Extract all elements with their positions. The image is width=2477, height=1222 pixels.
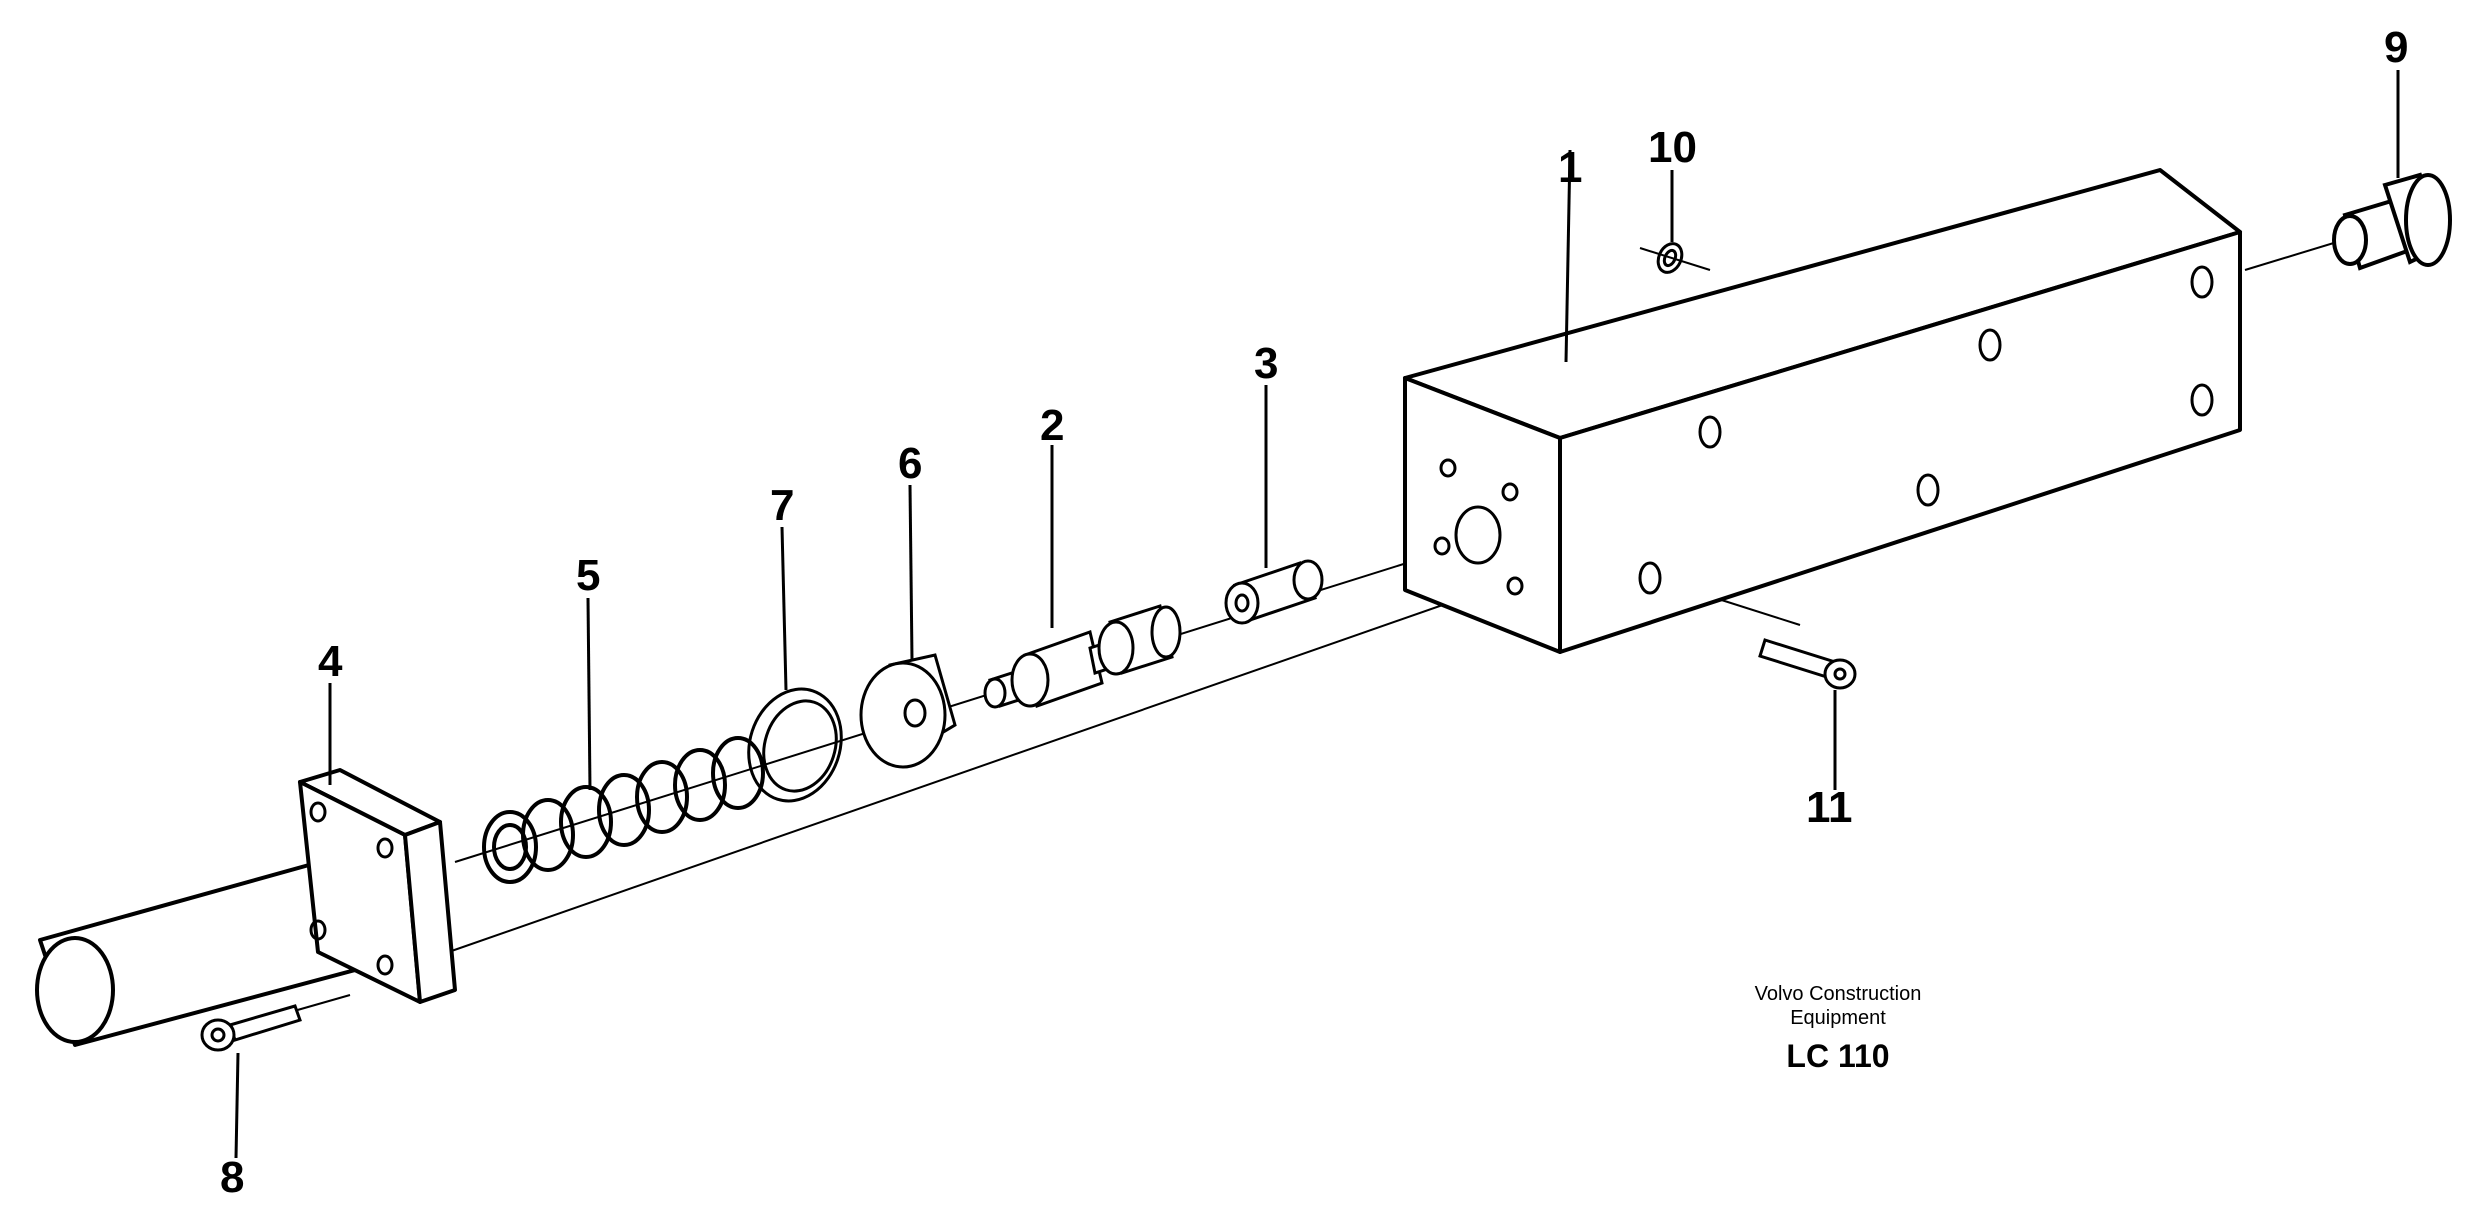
label-part-7: 7 <box>770 481 794 530</box>
label-part-3: 3 <box>1254 339 1278 388</box>
label-part-2: 2 <box>1040 401 1064 450</box>
label-part-11: 11 <box>1806 783 1853 832</box>
label-part-4: 4 <box>318 637 343 686</box>
screw-8 <box>200 1004 302 1052</box>
spring <box>482 736 765 884</box>
screw-11 <box>1758 638 1857 690</box>
part-number-labels: 1 2 3 4 5 6 7 8 9 10 11 <box>220 23 2408 1202</box>
cover-with-tube <box>35 768 457 1047</box>
o-ring <box>747 687 843 803</box>
label-part-9: 9 <box>2384 23 2408 72</box>
valve-housing <box>1403 168 2242 654</box>
manufacturer-caption: Volvo Construction Equipment LC 110 <box>1755 983 1922 1074</box>
small-washer <box>1656 242 1684 274</box>
thick-washer <box>859 653 957 769</box>
leader-lines <box>234 70 2400 1159</box>
label-part-6: 6 <box>898 439 922 488</box>
sleeve <box>1224 559 1324 625</box>
caption-line-1: Volvo Construction <box>1755 983 1922 1005</box>
plug <box>2332 172 2452 271</box>
label-part-10: 10 <box>1648 123 1697 172</box>
spool <box>983 604 1182 709</box>
label-part-1: 1 <box>1558 143 1582 192</box>
model-code: LC 110 <box>1786 1038 1889 1074</box>
caption-line-2: Equipment <box>1790 1007 1886 1029</box>
label-part-5: 5 <box>576 551 600 600</box>
label-part-8: 8 <box>220 1153 244 1202</box>
